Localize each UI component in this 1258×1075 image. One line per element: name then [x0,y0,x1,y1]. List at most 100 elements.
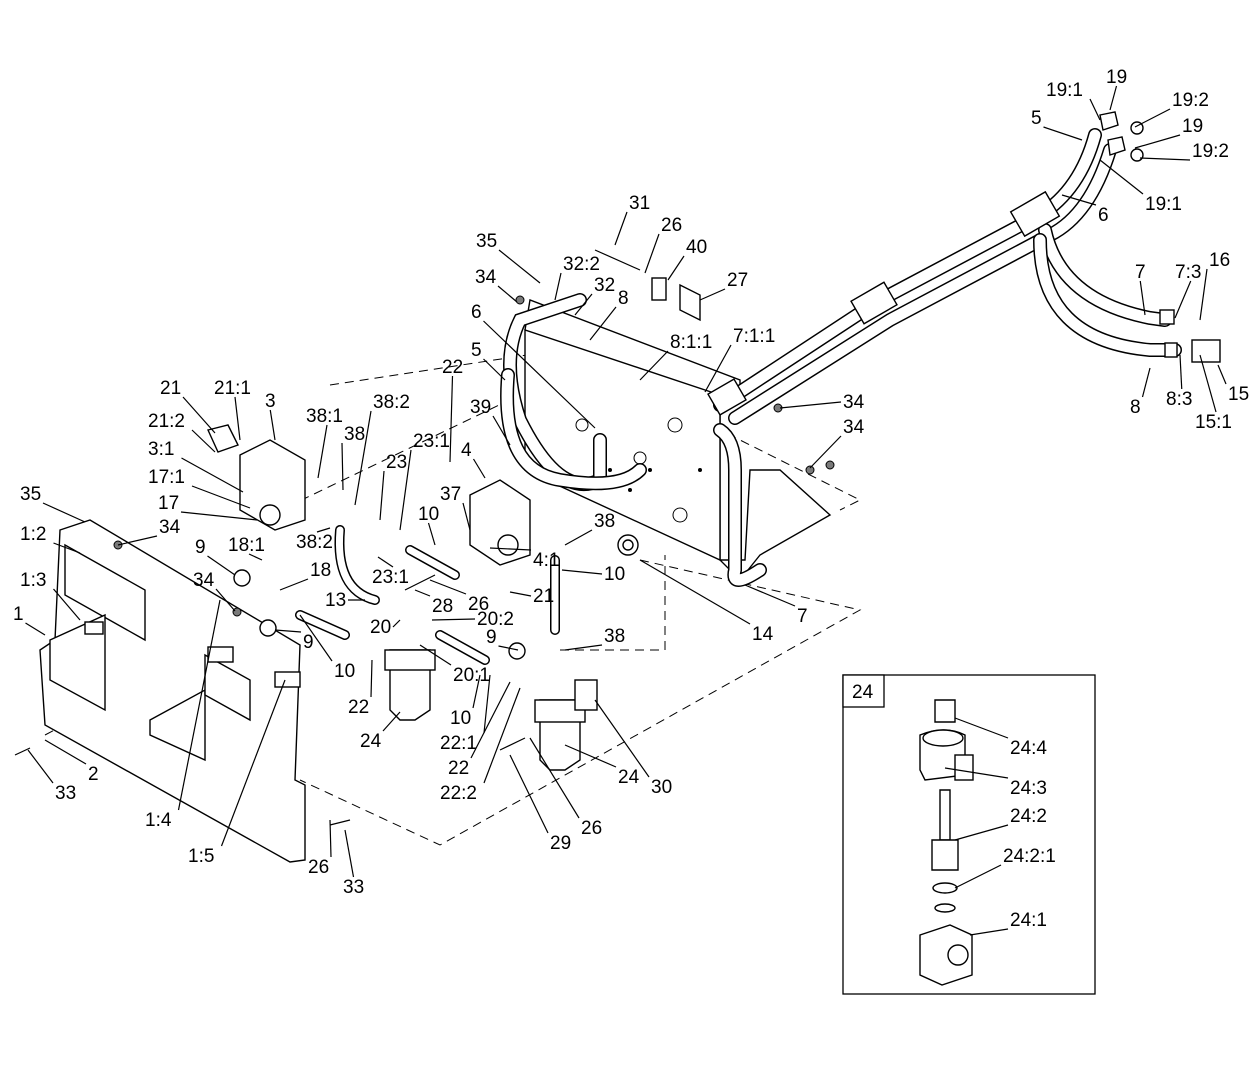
callout-label: 10 [604,564,625,585]
callout-leader-line [1043,126,1083,141]
callout-leader-line [472,458,486,479]
u-shaped-hose [500,293,767,587]
callout-label: 4:1 [533,550,559,571]
callout-leader-line [470,681,511,759]
callout-label: 32:2 [563,254,600,275]
callout-leader-line [489,547,532,551]
callout-label: 15:1 [1195,412,1232,433]
callout-leader-line [392,619,401,628]
callout-label: 34 [843,417,865,438]
callout-label: 38 [344,424,365,445]
filter-left [384,649,436,721]
callout-label: 20:1 [453,665,490,686]
callout-label: 23:1 [413,431,450,452]
callout-leader-line [644,233,660,274]
callout-label: 5 [471,340,482,361]
callout-label: 19 [1182,116,1203,137]
callout-label: 8:1:1 [670,332,712,353]
callout-leader-line [1139,280,1146,316]
valve-assembly-left [207,424,306,531]
callout-label: 9 [486,627,497,648]
callout-leader-line [191,485,251,509]
callout-label: 20:2 [477,609,514,630]
callout-label: 8:3 [1166,389,1192,410]
callout-leader-line [414,589,431,597]
callout-leader-line [341,442,344,491]
inset-callout-leader-line [969,928,1009,936]
callout-leader-line [53,588,81,621]
filter-right [534,699,586,771]
callout-label: 26 [468,594,489,615]
callout-label: 34 [193,570,215,591]
callout-leader-line [1179,354,1183,390]
callout-label: 26 [308,857,329,878]
callout-label: 30 [651,777,672,798]
callout-label: 17:1 [148,467,185,488]
callout-leader-line [279,578,309,591]
callout-leader-line [382,711,401,732]
callout-leader-line [529,737,580,819]
callout-label: 3 [265,391,276,412]
callout-leader-line [117,535,158,546]
callout-leader-line [317,424,328,479]
callout-leader-line [269,409,276,441]
callout-label: 26 [661,215,682,236]
callout-label: 6 [471,302,482,323]
callout-leader-line [564,744,617,768]
callout-label: 15 [1228,384,1249,405]
callout-leader-line [429,579,467,595]
callout-label: 18:1 [228,535,265,556]
callout-label: 19:2 [1172,90,1209,111]
callout-leader-line [234,396,241,441]
callout-label: 21:1 [214,378,251,399]
callout-leader-line [299,614,333,662]
callout-leader-line [564,529,593,546]
callout-leader-line [431,618,476,621]
callout-leader-line [44,739,87,765]
callout-leader-line [472,674,481,709]
callout-leader-line [744,584,796,607]
callout-label: 18 [310,560,331,581]
callout-leader-line [1199,354,1217,413]
callout-label: 38:2 [373,392,410,413]
callout-label: 1 [13,604,24,625]
callout-label: 38:1 [306,406,343,427]
callout-label: 21:2 [148,411,185,432]
front-panel [39,519,306,863]
callout-leader-line [699,288,726,301]
callout-label: 1:2 [20,524,46,545]
callout-leader-line [1199,268,1208,321]
callout-leader-line [42,502,86,523]
callout-label: 1:5 [188,846,214,867]
callout-leader-line [370,659,373,698]
callout-label: 1:3 [20,570,46,591]
callout-label: 34 [843,392,865,413]
callout-label: 38:2 [296,532,333,553]
callout-leader-line [483,320,596,429]
inset-callout-leader-line [944,767,1009,779]
callout-leader-line [215,588,236,612]
callout-leader-line [177,599,221,811]
callout-leader-line [483,687,521,784]
detail-inset-24: 24 24:424:324:224:2:124:1 [842,674,1096,995]
callout-label: 35 [476,231,497,252]
tubes [295,525,560,665]
callout-label: 13 [325,590,346,611]
callout-leader-line [399,449,412,531]
callout-label: 2 [88,764,99,785]
callout-leader-line [594,699,650,778]
callout-leader-line [639,559,751,625]
callout-label: 21 [533,586,554,607]
callout-leader-line [427,522,436,546]
callout-label: 7 [797,606,808,627]
callout-label: 33 [55,783,76,804]
callout-leader-line [483,674,491,734]
callout-leader-line [509,754,549,834]
callout-label: 19 [1106,67,1127,88]
callout-label: 22 [442,357,463,378]
callout-label: 34 [159,517,181,538]
callout-label: 1:4 [145,810,172,831]
callout-leader-line [554,272,562,301]
